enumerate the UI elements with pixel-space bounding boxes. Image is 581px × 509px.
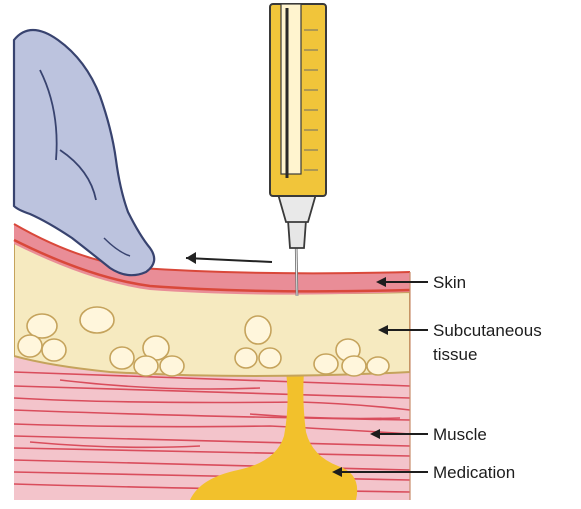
left-arrow-icon — [186, 252, 272, 264]
subcutaneous-label-line2: tissue — [433, 344, 477, 365]
subcutaneous-label-line1: Subcutaneous — [433, 320, 542, 341]
skin-label: Skin — [433, 272, 466, 293]
medication-label: Medication — [433, 462, 515, 483]
syringe-icon — [270, 4, 326, 296]
muscle-label: Muscle — [433, 424, 487, 445]
